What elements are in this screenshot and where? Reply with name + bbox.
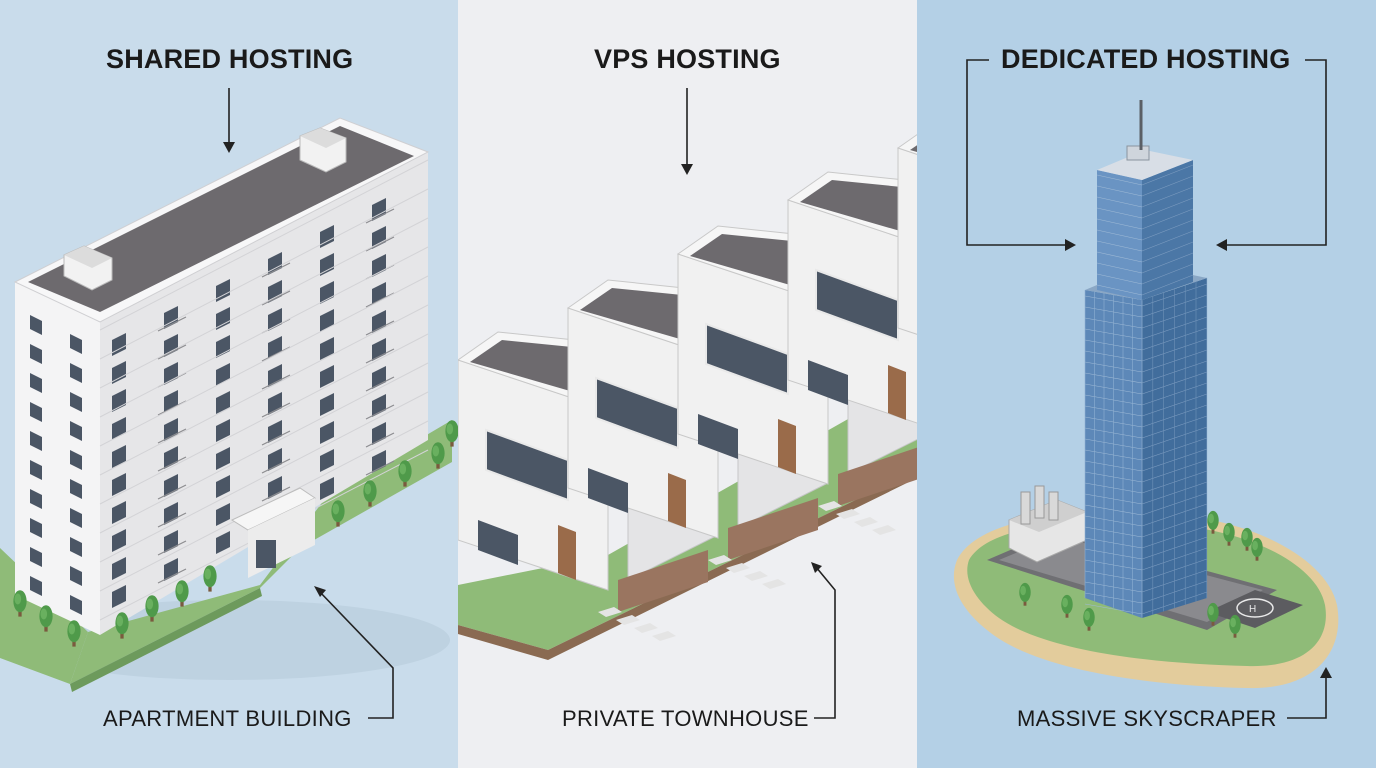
townhouse — [786, 171, 917, 424]
tree — [1223, 522, 1235, 546]
window — [112, 333, 126, 356]
tree — [363, 480, 377, 507]
window — [70, 450, 82, 470]
window — [112, 529, 126, 552]
window — [216, 503, 230, 526]
window — [112, 557, 126, 580]
window — [30, 576, 42, 596]
window — [30, 547, 42, 567]
lawn — [70, 420, 452, 684]
roof — [28, 126, 414, 312]
window — [70, 479, 82, 499]
tree — [67, 620, 81, 647]
window — [216, 391, 230, 414]
window — [320, 225, 334, 248]
window — [320, 477, 334, 500]
window — [70, 595, 82, 615]
window — [320, 393, 334, 416]
tree — [1251, 537, 1263, 561]
window — [70, 508, 82, 528]
window — [30, 344, 42, 364]
window — [320, 281, 334, 304]
panel-vps-hosting: VPS HOSTING PRIVATE TOWNHOUSE — [458, 0, 917, 768]
townhouse — [896, 134, 917, 335]
building-right-facade — [100, 152, 428, 635]
window — [216, 447, 230, 470]
panel-caption: PRIVATE TOWNHOUSE — [562, 706, 809, 731]
tree — [1241, 527, 1253, 551]
window — [70, 363, 82, 383]
tree — [115, 612, 129, 639]
window — [320, 449, 334, 472]
window — [320, 337, 334, 360]
window — [70, 421, 82, 441]
tree — [398, 460, 412, 487]
window — [30, 431, 42, 451]
tree — [39, 605, 53, 632]
window — [30, 518, 42, 538]
tree — [431, 442, 445, 469]
window — [30, 489, 42, 509]
window — [70, 537, 82, 557]
window — [30, 460, 42, 480]
panel-title: SHARED HOSTING — [106, 44, 354, 74]
tree — [13, 590, 27, 617]
window — [112, 361, 126, 384]
window — [30, 402, 42, 422]
window — [112, 473, 126, 496]
tree — [203, 565, 217, 592]
panel-caption: APARTMENT BUILDING — [103, 706, 352, 731]
window — [216, 475, 230, 498]
window — [70, 334, 82, 354]
building-left-facade — [15, 282, 100, 635]
window — [70, 392, 82, 412]
window — [112, 585, 126, 608]
panel-dedicated-hosting: H DEDICATED HOSTING MASSIVE SKYSCRAPER — [917, 0, 1376, 768]
tree — [1229, 614, 1241, 638]
tree — [1083, 607, 1095, 631]
tree — [445, 420, 458, 447]
tree — [331, 500, 345, 527]
panel-title: VPS HOSTING — [594, 44, 781, 74]
window — [320, 365, 334, 388]
window — [70, 566, 82, 586]
tree — [145, 595, 159, 622]
window — [112, 389, 126, 412]
tree — [1061, 594, 1073, 618]
panel-title: DEDICATED HOSTING — [1001, 44, 1291, 74]
tree — [1207, 510, 1219, 534]
apartment-building-illustration — [0, 117, 458, 692]
window — [216, 307, 230, 330]
svg-text:H: H — [1249, 604, 1256, 615]
window — [320, 253, 334, 276]
window — [112, 501, 126, 524]
window — [216, 279, 230, 302]
townhouse-row-illustration — [458, 134, 917, 660]
panel-shared-hosting: SHARED HOSTING APARTMENT BUILDING — [0, 0, 458, 768]
panel-caption: MASSIVE SKYSCRAPER — [1017, 706, 1277, 731]
window — [112, 445, 126, 468]
tree — [1207, 602, 1219, 626]
window — [216, 419, 230, 442]
window — [320, 421, 334, 444]
window — [30, 315, 42, 335]
tree — [175, 580, 189, 607]
tree — [1019, 582, 1031, 606]
skyscraper-island-illustration: H — [953, 100, 1339, 689]
window — [216, 335, 230, 358]
window — [30, 373, 42, 393]
window — [216, 531, 230, 554]
